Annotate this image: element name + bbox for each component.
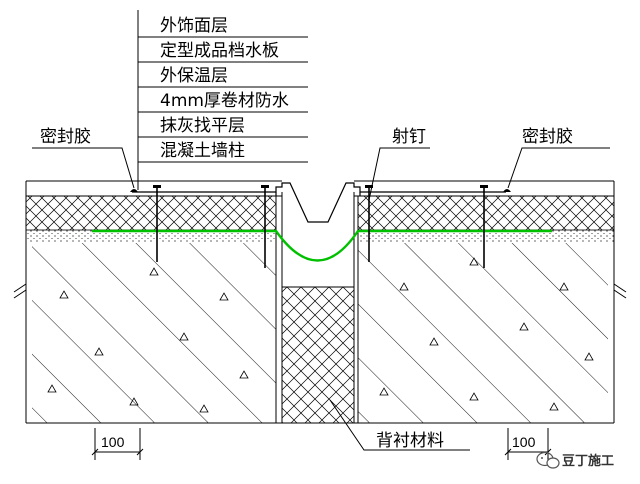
layer-label-insulation: 外保温层 (160, 66, 228, 86)
callout-sealant-right: 密封胶 (507, 127, 610, 189)
callout-nail: 射钉 (368, 127, 430, 201)
callout-sealant-left: 密封胶 (32, 127, 135, 189)
layer-label-finish-face: 外饰面层 (160, 16, 228, 36)
layer-label-concrete: 混凝土墙柱 (160, 141, 245, 161)
callout-backing-label: 背衬材料 (376, 431, 444, 451)
layer-label-stack: 外饰面层 定型成品档水板 外保温层 4mm厚卷材防水 抹灰找平层 混凝土墙柱 (137, 10, 308, 190)
dimension-right-value: 100 (512, 434, 536, 450)
concrete-wall-left (32, 243, 276, 423)
insulation-layer (25, 195, 615, 231)
water-stop-board (132, 182, 506, 223)
sealant-beads (130, 189, 511, 192)
dimension-right (504, 428, 552, 460)
plaster-leveling-layer (26, 230, 614, 243)
dimension-left-value: 100 (101, 434, 125, 450)
watermark: 豆丁施工 (536, 451, 614, 469)
aggregate-marks (47, 257, 594, 413)
callout-sealant-left-label: 密封胶 (40, 127, 91, 147)
wechat-icon (536, 451, 560, 469)
nail-heads (153, 185, 488, 188)
callout-sealant-right-label: 密封胶 (522, 127, 573, 147)
layer-label-water-stop-board: 定型成品档水板 (160, 41, 279, 61)
concrete-wall-right (358, 243, 608, 423)
backing-material (281, 286, 355, 424)
watermark-text: 豆丁施工 (562, 453, 614, 469)
layer-label-membrane: 4mm厚卷材防水 (160, 91, 289, 111)
callout-nail-label: 射钉 (392, 127, 426, 147)
waterproof-membrane (92, 229, 552, 262)
layer-label-plaster: 抹灰找平层 (160, 116, 245, 136)
joint-gap-walls (275, 192, 359, 423)
break-lines (13, 243, 627, 424)
dimension-left (91, 428, 144, 460)
callout-backing: 背衬材料 (329, 399, 470, 451)
